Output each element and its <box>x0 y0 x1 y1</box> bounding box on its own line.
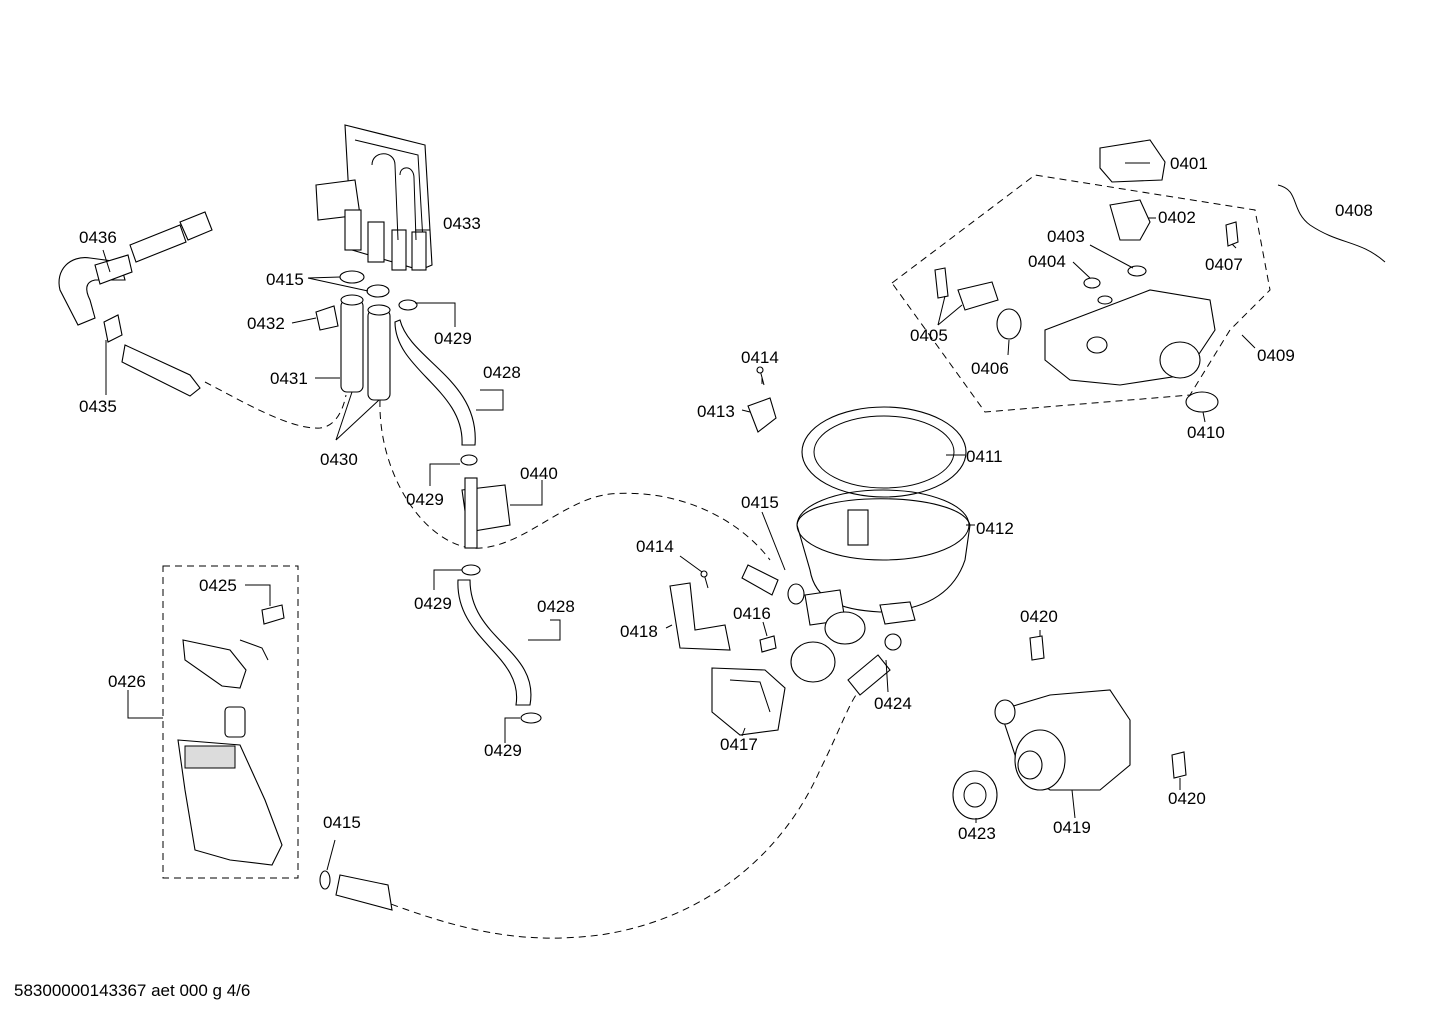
label-0428-lower: 0428 <box>537 597 575 616</box>
part-0405-sensor <box>934 267 999 311</box>
part-0430-hose <box>367 304 391 401</box>
part-0408-wire <box>1277 184 1386 263</box>
label-0429-d: 0429 <box>484 741 522 760</box>
label-0411: 0411 <box>966 447 1003 466</box>
label-0415-center: 0415 <box>741 493 779 512</box>
label-0401: 0401 <box>1170 154 1208 173</box>
part-0428-hose-lower <box>457 564 542 724</box>
label-0436: 0436 <box>79 228 117 247</box>
part-0418-bracket <box>669 582 731 651</box>
part-0409-heater <box>1044 289 1216 386</box>
label-0404: 0404 <box>1028 252 1066 271</box>
part-0426-assembly <box>177 604 285 866</box>
part-0406-ring <box>996 308 1022 340</box>
part-0415-rings-top <box>339 270 390 298</box>
part-0419-circulation-pump <box>994 689 1131 791</box>
label-0415-top: 0415 <box>266 270 304 289</box>
label-0428-upper: 0428 <box>483 363 521 382</box>
label-0409: 0409 <box>1257 346 1295 365</box>
part-0428-hose-upper <box>394 299 476 446</box>
part-0431-hose <box>340 294 364 393</box>
part-0440-valve <box>460 454 511 549</box>
part-0404-ring <box>1083 277 1113 305</box>
label-0430: 0430 <box>320 450 358 469</box>
label-0418: 0418 <box>620 622 658 641</box>
part-0423-seal <box>952 770 998 820</box>
part-0414-screw-upper <box>756 366 765 386</box>
label-0412: 0412 <box>976 519 1014 538</box>
label-0431: 0431 <box>270 369 308 388</box>
part-0435-clip <box>103 314 201 397</box>
leader-lines <box>102 162 1256 871</box>
part-0407-clip <box>1225 221 1239 247</box>
part-0403-ring <box>1127 265 1147 277</box>
label-0426: 0426 <box>108 672 146 691</box>
dashed-guides <box>162 174 1271 939</box>
label-0403: 0403 <box>1047 227 1085 246</box>
part-0420-clip-lower <box>1171 751 1187 779</box>
label-0402: 0402 <box>1158 208 1196 227</box>
label-0414-lower: 0414 <box>636 537 674 556</box>
part-0411-seal <box>801 406 967 498</box>
part-0410-clamp <box>1185 391 1219 413</box>
part-0424-sleeve <box>790 633 902 696</box>
label-0420-lower: 0420 <box>1168 789 1206 808</box>
label-0429-c: 0429 <box>414 594 452 613</box>
part-0402-sensor <box>1109 199 1151 241</box>
part-0413-bracket <box>747 397 777 433</box>
label-0424: 0424 <box>874 694 912 713</box>
document-reference-footer: 58300000143367 aet 000 g 4/6 <box>14 981 251 1000</box>
label-0419: 0419 <box>1053 818 1091 837</box>
part-0420-clip-upper <box>1029 635 1045 661</box>
label-0406: 0406 <box>971 359 1009 378</box>
part-0414-screw-lower <box>700 570 709 589</box>
label-0432: 0432 <box>247 314 285 333</box>
label-0435: 0435 <box>79 397 117 416</box>
part-0417-pump <box>711 667 786 736</box>
part-0433-reservoir <box>315 124 433 271</box>
label-0414-upper: 0414 <box>741 348 779 367</box>
label-0405: 0405 <box>910 326 948 345</box>
label-0433: 0433 <box>443 214 481 233</box>
label-0408: 0408 <box>1335 201 1373 220</box>
label-0423: 0423 <box>958 824 996 843</box>
part-0432-clip <box>315 305 339 331</box>
part-0415-sleeve-center <box>741 564 805 605</box>
part-0436-hose <box>58 211 213 326</box>
label-0440: 0440 <box>520 464 558 483</box>
label-0417: 0417 <box>720 735 758 754</box>
label-0413: 0413 <box>697 402 735 421</box>
label-0429-a: 0429 <box>434 329 472 348</box>
label-0410: 0410 <box>1187 423 1225 442</box>
label-0420-upper: 0420 <box>1020 607 1058 626</box>
label-0407: 0407 <box>1205 255 1243 274</box>
part-0412-sump <box>796 489 971 645</box>
part-0415-sleeve-bottom <box>319 870 393 911</box>
part-0416-clip <box>759 635 777 653</box>
label-0416: 0416 <box>733 604 771 623</box>
label-0425: 0425 <box>199 576 237 595</box>
part-0401-cover <box>1099 139 1166 183</box>
label-0429-b: 0429 <box>406 490 444 509</box>
label-0415-bottom: 0415 <box>323 813 361 832</box>
